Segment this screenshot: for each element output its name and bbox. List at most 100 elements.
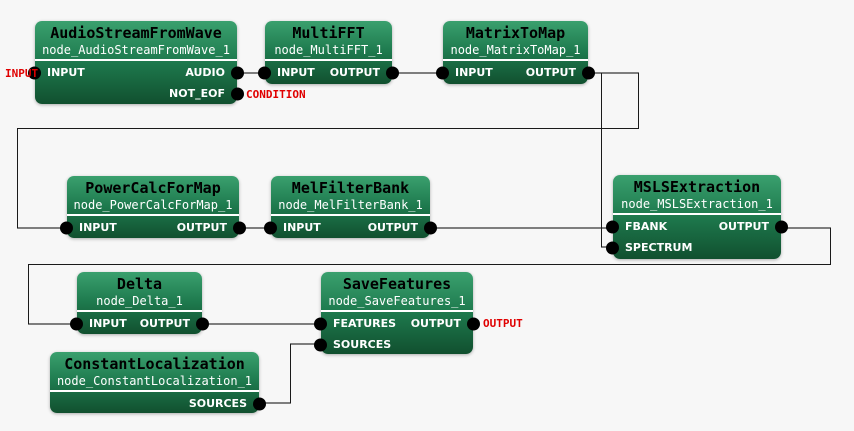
node-instance-name: node_MelFilterBank_1 bbox=[278, 198, 423, 212]
wire-msls-output-stub[interactable] bbox=[781, 227, 831, 229]
wire-into-powercalcformap-input[interactable] bbox=[17, 227, 67, 229]
port-dot-output[interactable] bbox=[775, 220, 788, 233]
node-matrixtomap[interactable]: MatrixToMap node_MatrixToMap_1 INPUT OUT… bbox=[436, 21, 595, 84]
port-dot-features[interactable] bbox=[314, 317, 327, 330]
wire-route-msls-down[interactable] bbox=[830, 228, 831, 265]
port-label-input: INPUT bbox=[89, 317, 127, 330]
port-row: INPUT OUTPUT bbox=[436, 62, 595, 83]
node-melfilterbank[interactable]: MelFilterBank node_MelFilterBank_1 INPUT… bbox=[264, 176, 437, 238]
port-dot-sources[interactable] bbox=[314, 338, 327, 351]
wire-into-delta-input[interactable] bbox=[28, 323, 78, 325]
node-powercalcformap[interactable]: PowerCalcForMap node_PowerCalcForMap_1 I… bbox=[60, 176, 246, 238]
port-row: INPUT OUTPUT bbox=[70, 313, 209, 334]
wire-powercalcformap-output-to-melfilterbank-input[interactable] bbox=[239, 227, 271, 229]
wire-constantlocalization-sources-stub[interactable] bbox=[259, 402, 291, 404]
port-label-not-eof: NOT_EOF bbox=[169, 87, 225, 100]
node-separator bbox=[443, 59, 588, 61]
node-delta[interactable]: Delta node_Delta_1 INPUT OUTPUT bbox=[70, 272, 209, 334]
port-dot-input[interactable] bbox=[60, 221, 73, 234]
node-multifft[interactable]: MultiFFT node_MultiFFT_1 INPUT OUTPUT bbox=[258, 21, 399, 84]
node-mslsextraction[interactable]: MSLSExtraction node_MSLSExtraction_1 FBA… bbox=[606, 175, 788, 259]
port-dot-audio[interactable] bbox=[231, 66, 244, 79]
wire-route-loop1-down-left[interactable] bbox=[17, 128, 18, 228]
port-row: INPUT OUTPUT bbox=[258, 62, 399, 83]
node-header: MatrixToMap node_MatrixToMap_1 bbox=[443, 21, 588, 59]
node-header: SaveFeatures node_SaveFeatures_1 bbox=[321, 272, 473, 310]
node-title: AudioStreamFromWave bbox=[50, 24, 222, 42]
port-dot-not-eof[interactable] bbox=[231, 87, 244, 100]
node-title: MultiFFT bbox=[292, 24, 365, 42]
port-dot-output[interactable] bbox=[196, 317, 209, 330]
node-audiostreamfromwave[interactable]: AudioStreamFromWave node_AudioStreamFrom… bbox=[28, 21, 244, 104]
node-separator bbox=[35, 59, 237, 61]
wire-delta-output-to-savefeatures-features[interactable] bbox=[202, 323, 321, 325]
wire-route-constantlocalization-up[interactable] bbox=[290, 344, 291, 403]
port-label-input: INPUT bbox=[79, 221, 117, 234]
wire-route-matrixtomap-down[interactable] bbox=[638, 73, 639, 129]
port-dot-input[interactable] bbox=[436, 66, 449, 79]
terminal-input-label: INPUT bbox=[5, 67, 39, 80]
port-dot-output[interactable] bbox=[582, 66, 595, 79]
port-label-output: OUTPUT bbox=[718, 220, 769, 233]
node-header: MSLSExtraction node_MSLSExtraction_1 bbox=[613, 175, 781, 213]
node-constantlocalization[interactable]: ConstantLocalization node_ConstantLocali… bbox=[50, 352, 266, 413]
port-row: FEATURES OUTPUT bbox=[314, 313, 480, 334]
node-title: ConstantLocalization bbox=[64, 355, 245, 373]
port-label-output: OUTPUT bbox=[139, 317, 190, 330]
node-instance-name: node_AudioStreamFromWave_1 bbox=[42, 43, 230, 57]
wire-matrixtomap-output-stub[interactable] bbox=[588, 72, 639, 74]
port-dot-sources[interactable] bbox=[253, 397, 266, 410]
wire-route-branch-to-spectrum[interactable] bbox=[601, 73, 602, 247]
node-title: MelFilterBank bbox=[291, 179, 410, 197]
wire-into-savefeatures-sources[interactable] bbox=[290, 343, 321, 345]
port-row: INPUT OUTPUT bbox=[264, 217, 437, 238]
port-dot-input[interactable] bbox=[264, 221, 277, 234]
wire-melfilterbank-output-to-msls-fbank[interactable] bbox=[430, 227, 613, 229]
port-row: INPUT OUTPUT bbox=[60, 217, 246, 238]
node-title: SaveFeatures bbox=[342, 275, 452, 293]
node-separator bbox=[321, 310, 473, 312]
node-title: PowerCalcForMap bbox=[85, 179, 221, 197]
port-label-fbank: FBANK bbox=[625, 220, 668, 233]
node-title: MSLSExtraction bbox=[633, 178, 761, 196]
node-separator bbox=[50, 390, 259, 392]
port-dot-output[interactable] bbox=[386, 66, 399, 79]
node-instance-name: node_SaveFeatures_1 bbox=[328, 294, 466, 308]
port-label-input: INPUT bbox=[277, 66, 315, 79]
node-header: MultiFFT node_MultiFFT_1 bbox=[265, 21, 392, 59]
node-instance-name: node_PowerCalcForMap_1 bbox=[73, 198, 233, 212]
port-dot-input[interactable] bbox=[258, 66, 271, 79]
node-header: ConstantLocalization node_ConstantLocali… bbox=[50, 352, 259, 390]
port-dot-input[interactable] bbox=[70, 317, 83, 330]
terminal-output-label: OUTPUT bbox=[483, 317, 523, 330]
node-separator bbox=[271, 214, 430, 216]
node-savefeatures[interactable]: SaveFeatures node_SaveFeatures_1 FEATURE… bbox=[314, 272, 480, 354]
node-separator bbox=[77, 310, 202, 312]
port-label-input: INPUT bbox=[47, 66, 85, 79]
port-dot-fbank[interactable] bbox=[606, 220, 619, 233]
wire-route-loop1-horizontal[interactable] bbox=[17, 128, 639, 129]
port-label-sources: SOURCES bbox=[188, 397, 247, 410]
node-header: Delta node_Delta_1 bbox=[77, 272, 202, 310]
node-separator bbox=[265, 59, 392, 61]
wire-route-loop2-down-left[interactable] bbox=[28, 264, 29, 324]
node-separator bbox=[67, 214, 239, 216]
port-row: INPUT AUDIO bbox=[28, 62, 244, 83]
port-label-input: INPUT bbox=[283, 221, 321, 234]
node-separator bbox=[613, 213, 781, 215]
wire-audio-to-multifft-input[interactable] bbox=[237, 72, 265, 74]
node-header: MelFilterBank node_MelFilterBank_1 bbox=[271, 176, 430, 214]
port-dot-output[interactable] bbox=[424, 221, 437, 234]
node-header: AudioStreamFromWave node_AudioStreamFrom… bbox=[35, 21, 237, 59]
port-dot-spectrum[interactable] bbox=[606, 241, 619, 254]
port-dot-output[interactable] bbox=[467, 317, 480, 330]
node-instance-name: node_Delta_1 bbox=[96, 294, 183, 308]
wire-multifft-output-to-matrixtomap-input[interactable] bbox=[392, 72, 443, 74]
port-dot-output[interactable] bbox=[233, 221, 246, 234]
port-label-output: OUTPUT bbox=[176, 221, 227, 234]
port-label-output: OUTPUT bbox=[367, 221, 418, 234]
wire-route-loop2-horizontal[interactable] bbox=[28, 264, 831, 265]
port-dot-input[interactable] bbox=[28, 66, 41, 79]
port-label-output: OUTPUT bbox=[525, 66, 576, 79]
